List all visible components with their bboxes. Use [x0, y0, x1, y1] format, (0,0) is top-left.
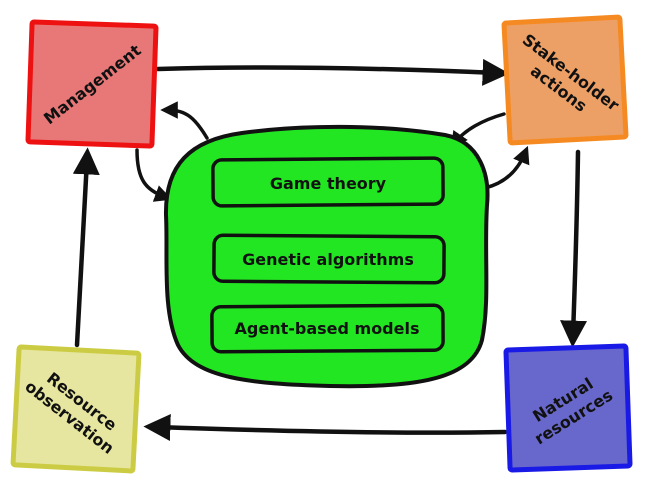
node-observation: Resource observation — [10, 344, 142, 474]
arrow-natural-to-observation — [143, 414, 508, 441]
method-agent-based-models: Agent-based models — [210, 303, 445, 354]
method-agent-based-models-label: Agent-based models — [235, 319, 420, 338]
node-natural-box — [503, 343, 633, 473]
arrow-management-to-stakeholder — [155, 58, 510, 86]
method-genetic-algorithms-label: Genetic algorithms — [242, 250, 414, 269]
method-genetic-algorithms: Genetic algorithms — [212, 233, 446, 285]
node-stakeholder-box — [501, 14, 629, 146]
arrow-management-to-center — [135, 148, 173, 202]
method-game-theory: Game theory — [211, 156, 445, 208]
method-game-theory-box — [211, 156, 445, 208]
cycle-arrows — [72, 58, 588, 441]
node-observation-box — [10, 344, 142, 474]
arrow-observation-to-management — [72, 147, 100, 348]
method-agent-based-models-box — [210, 303, 445, 354]
center-methods: Game theory Genetic algorithms Agent-bas… — [163, 124, 490, 389]
arrow-center-to-management — [160, 101, 209, 140]
method-genetic-algorithms-box — [212, 233, 446, 285]
arrow-stakeholder-to-natural — [560, 149, 588, 348]
method-game-theory-label: Game theory — [270, 174, 387, 193]
arrow-center-to-stakeholder — [483, 145, 530, 190]
arrow-stakeholder-to-center — [450, 112, 506, 150]
node-management-box — [25, 19, 159, 149]
node-stakeholder: Stake-holder actions — [501, 14, 629, 146]
node-natural: Natural resources — [503, 343, 633, 473]
node-management: Management — [25, 19, 159, 149]
